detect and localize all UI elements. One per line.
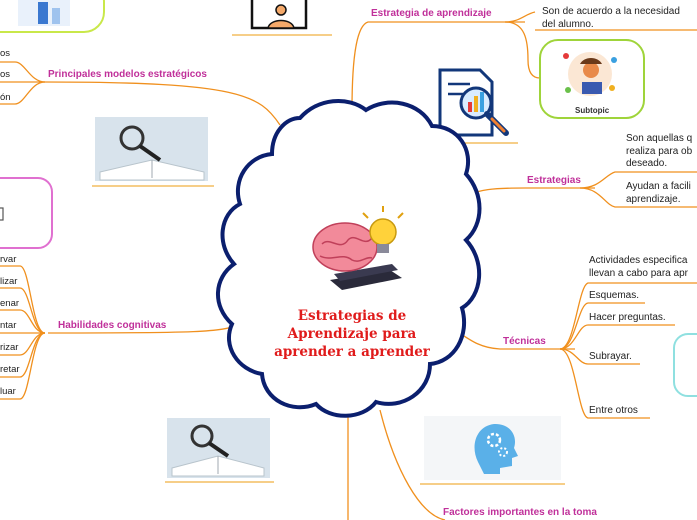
right-teal-bubble[interactable]	[673, 333, 697, 397]
leaf-text-line: deseado.	[626, 158, 668, 169]
leaf-text-line: Son aquellas q	[626, 133, 693, 144]
book-magnifier-photo-bottom	[165, 418, 274, 483]
leaf-habilidad[interactable]: ntar	[0, 320, 17, 331]
branch-habilidades-cognitivas[interactable]: Habilidades cognitivas	[58, 320, 167, 331]
central-line-1: Estrategias de	[297, 308, 407, 324]
leaf-habilidad[interactable]: enar	[0, 298, 20, 309]
branch-modelos-estrategicos[interactable]: Principales modelos estratégicos	[48, 69, 207, 80]
leaf-text-line: Actividades especifica	[589, 255, 688, 266]
leaf-esquemas[interactable]: Esquemas.	[589, 290, 640, 301]
leaf-estrategias-definicion[interactable]: Son aquellas q realiza para ob deseado.	[626, 133, 692, 171]
leaf-habilidad[interactable]: rvar	[0, 254, 17, 265]
subtopic-bubble[interactable]	[539, 39, 645, 119]
leaf-actividades[interactable]: Actividades especifica llevan a cabo par…	[589, 255, 688, 280]
branch-factores[interactable]: Factores importantes en la toma	[443, 507, 597, 518]
central-line-2: Aprendizaje para	[287, 326, 417, 342]
connector-factores	[379, 409, 446, 520]
branch-estrategias[interactable]: Estrategias	[527, 175, 581, 186]
leaf-necesidad-alumno[interactable]: Son de acuerdo a la necesidad del alumno…	[542, 6, 680, 31]
leaf-habilidad[interactable]: luar	[0, 386, 16, 397]
connectors	[0, 11, 697, 520]
leaf-text-line: realiza para ob	[626, 145, 693, 157]
leaf-habilidad[interactable]: lizar	[0, 276, 18, 287]
head-gears-photo	[420, 416, 565, 485]
branch-estrategia-aprendizaje[interactable]: Estrategia de aprendizaje	[371, 8, 492, 19]
top-left-thumbnail	[0, 0, 105, 33]
leaf-entre-otros[interactable]: Entre otros	[589, 405, 638, 416]
leaf-modelos-3[interactable]: ón	[0, 92, 11, 103]
book-magnifier-photo-top	[92, 117, 214, 187]
leaf-text-line: llevan a cabo para apr	[589, 267, 688, 279]
leaf-modelos-2[interactable]: os	[0, 69, 11, 80]
branch-tecnicas[interactable]: Técnicas	[503, 336, 546, 347]
central-line-3: aprender a aprender	[274, 344, 430, 360]
brain-lightbulb-icon	[312, 206, 404, 290]
leaf-text-line: Ayudan a facili	[626, 181, 691, 192]
central-topic[interactable]: Estrategias de Aprendizaje para aprender…	[262, 307, 442, 361]
leaf-modelos-1[interactable]: os	[0, 48, 11, 59]
connector-estrategias	[467, 187, 595, 196]
leaf-text-line: aprendizaje.	[626, 193, 681, 205]
leaf-habilidad[interactable]: retar	[0, 364, 20, 375]
connector-modelos	[44, 81, 281, 126]
left-pink-bubble[interactable]	[0, 177, 53, 249]
leaf-hacer-preguntas[interactable]: Hacer preguntas.	[589, 312, 666, 323]
leaf-text-line: Son de acuerdo a la necesidad	[542, 6, 680, 17]
connector-estrategia-aprendizaje	[351, 21, 525, 111]
leaf-habilidad[interactable]: rizar	[0, 342, 19, 353]
subtopic-caption: Subtopic	[575, 106, 610, 115]
leaf-subrayar[interactable]: Subrayar.	[589, 351, 632, 362]
presentation-icon	[232, 0, 332, 36]
report-magnifier-icon	[438, 68, 518, 144]
leaf-text-line: del alumno.	[542, 18, 594, 30]
leaf-estrategias-ayudan[interactable]: Ayudan a facili aprendizaje.	[626, 181, 691, 206]
